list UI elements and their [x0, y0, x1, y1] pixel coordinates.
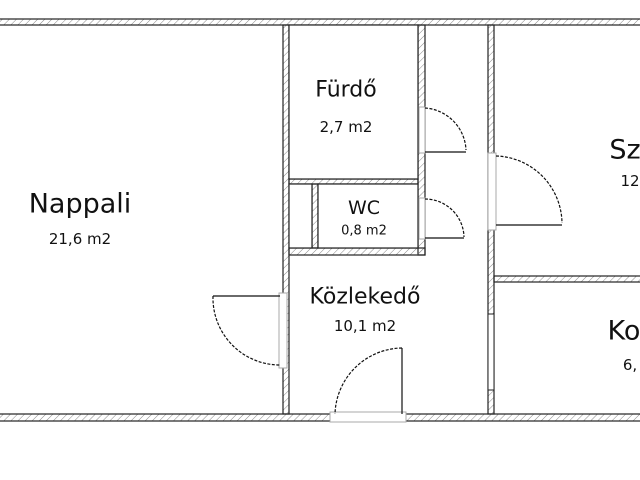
wall-bottom	[0, 413, 640, 422]
room-name-furdo: Fürdő	[315, 77, 377, 103]
room-name-szoba: Sz	[609, 134, 640, 166]
door-wc	[424, 198, 465, 239]
room-area-szoba: 12	[620, 172, 640, 190]
room-area-konyha: 6,	[622, 356, 638, 374]
room-name-wc: WC	[347, 197, 381, 219]
room-name-konyha: Ko	[607, 315, 640, 347]
room-name-kozlekedo: Közlekedő	[309, 284, 421, 310]
door-entrance	[334, 347, 403, 415]
door-furdo	[424, 107, 467, 153]
wall-bath-wc	[288, 178, 419, 185]
door-szoba	[495, 155, 563, 226]
wall-top	[0, 18, 640, 26]
wall-rooms-divider	[493, 275, 640, 283]
room-name-nappali: Nappali	[28, 188, 132, 220]
wall-wc-left	[311, 183, 319, 249]
door-nappali	[212, 295, 281, 366]
room-area-wc: 0,8 m2	[341, 223, 387, 239]
room-area-nappali: 21,6 m2	[48, 230, 112, 248]
wall-wc-bottom	[288, 247, 426, 256]
room-area-kozlekedo: 10,1 m2	[333, 317, 397, 335]
room-area-furdo: 2,7 m2	[319, 118, 373, 136]
